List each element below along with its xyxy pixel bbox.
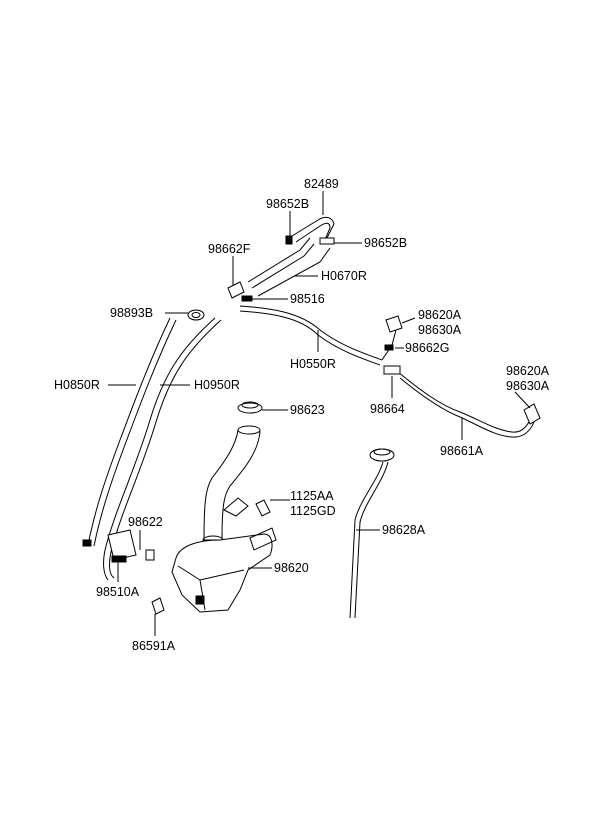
bolt-1125aa (255, 499, 271, 517)
label-86591a: 86591A (132, 639, 176, 653)
hose-h0550r (239, 305, 383, 361)
nozzle-98620a-upper (385, 315, 403, 333)
reservoir-bracket (223, 497, 249, 517)
motor-98510a-base (111, 555, 127, 563)
label-98620: 98620 (274, 561, 309, 575)
label-h0850r: H0850R (54, 378, 100, 392)
connector-98664 (383, 365, 401, 375)
label-98620a-right: 98620A (506, 364, 550, 378)
label-98630a-right: 98630A (506, 379, 550, 393)
clip-98652b-right (319, 237, 335, 245)
label-98623: 98623 (290, 403, 325, 417)
hose-h0950r-inner (109, 319, 222, 579)
clip-98652b-upper (285, 235, 293, 245)
label-98510a: 98510A (96, 585, 140, 599)
grommet-86591a (151, 597, 165, 615)
label-98893b: 98893B (110, 306, 153, 320)
hose-h0850r (87, 317, 171, 546)
reservoir-filler-neck (203, 429, 261, 541)
label-98652b-upper: 98652B (266, 197, 309, 211)
label-98622: 98622 (128, 515, 163, 529)
joint-98516 (241, 295, 253, 302)
hose-98661a (397, 371, 531, 433)
hose-h0670r (247, 237, 311, 283)
reservoir-bracket-2 (249, 527, 277, 551)
grommet-98893b-inner (191, 312, 201, 318)
label-98620a-upper: 98620A (418, 308, 462, 322)
label-98662f: 98662F (208, 242, 251, 256)
hose-h0950r (103, 317, 216, 581)
reservoir-tank-edge-2 (199, 579, 206, 611)
leader-lines (108, 191, 531, 636)
hose-98628a-inner (354, 461, 389, 619)
label-1125aa: 1125AA (290, 489, 334, 503)
label-h0950r: H0950R (194, 378, 240, 392)
nozzle-98620a-right (523, 403, 541, 425)
motor-98510a (107, 529, 137, 561)
label-82489: 82489 (304, 177, 339, 191)
label-h0670r: H0670R (321, 269, 367, 283)
label-98661a: 98661A (440, 444, 484, 458)
hose-h0670r-inner (251, 243, 315, 289)
hose-82489 (291, 216, 335, 241)
hose-82489-tail (257, 247, 331, 297)
tank-fitting (195, 595, 205, 605)
connector-98662g (384, 344, 394, 351)
label-1125gd: 1125GD (290, 504, 336, 518)
label-98664: 98664 (370, 402, 405, 416)
hose-98661a-inner (399, 377, 535, 438)
label-98516: 98516 (290, 292, 325, 306)
cap-98628a-top (373, 448, 391, 456)
hose-98628a (349, 461, 384, 619)
label-h0550r: H0550R (290, 357, 336, 371)
pump-98622 (145, 549, 155, 561)
label-98628a: 98628A (382, 523, 426, 537)
connector-98662f (227, 281, 245, 299)
filler-neck-top (237, 425, 261, 435)
hose-h0850r-inner (93, 319, 177, 547)
hose-82489-inner (295, 222, 331, 243)
label-98652b-right: 98652B (364, 236, 407, 250)
reservoir-tank (171, 533, 273, 613)
label-98662g: 98662G (405, 341, 449, 355)
grommet-98893b (187, 309, 205, 321)
label-98630a-upper: 98630A (418, 323, 462, 337)
cap-98623-top (241, 401, 259, 409)
hose-h0850r-end (82, 539, 92, 547)
